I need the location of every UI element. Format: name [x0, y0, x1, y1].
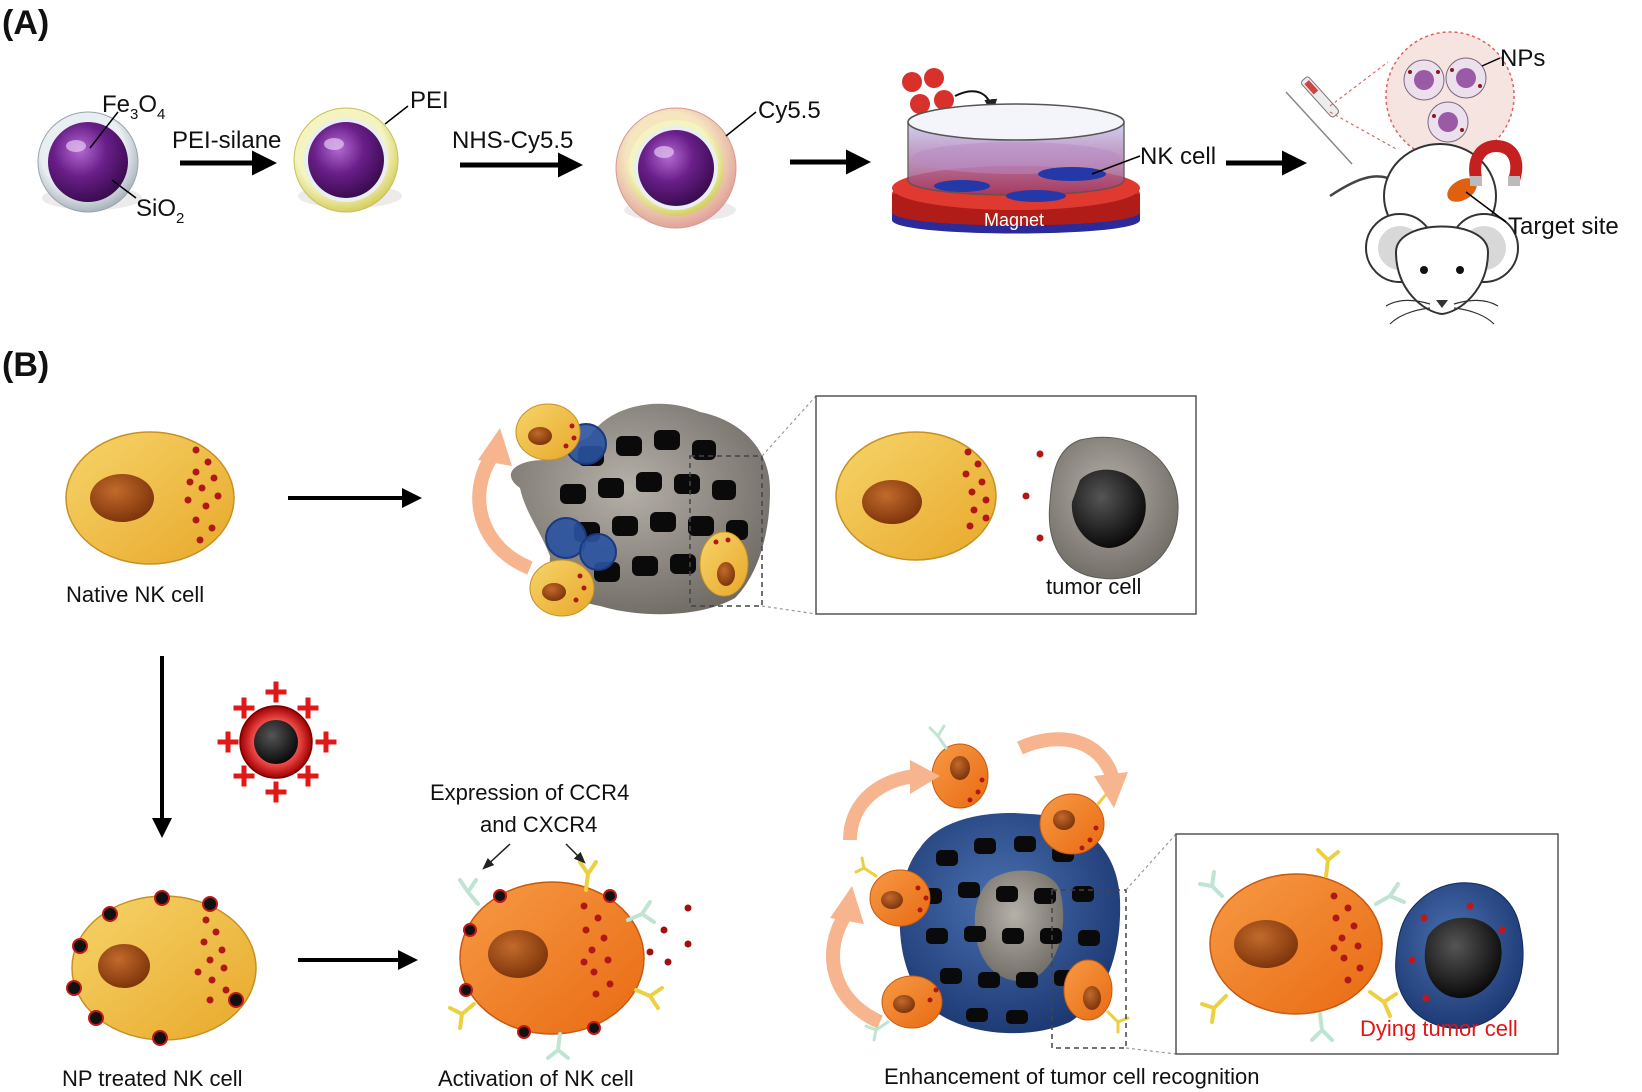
native-nk-cell: [65, 431, 235, 565]
magnet-label: Magnet: [984, 210, 1044, 230]
panel-a-label: (A): [2, 4, 49, 42]
np-treated-nk-cell: [66, 890, 257, 1046]
panel-b-label: (B): [2, 346, 49, 384]
enhancement-label: Enhancement of tumor cell recognition: [884, 1064, 1259, 1089]
nhs-cy55-label: NHS-Cy5.5: [452, 127, 573, 154]
tumor-cell-label: tumor cell: [1046, 574, 1141, 599]
fe3o4-sio2-particle: [37, 111, 142, 213]
syringe-icon: [1285, 76, 1353, 165]
horseshoe-magnet-icon: [1469, 139, 1523, 186]
expression-line2: and CXCR4: [480, 812, 597, 837]
cy55-labeled-particle: [615, 107, 737, 229]
curved-arrow-native: [472, 452, 533, 575]
dying-tumor-label: Dying tumor cell: [1360, 1016, 1518, 1041]
np-treated-label: NP treated NK cell: [62, 1066, 243, 1091]
inset-tumor-cell: [1048, 436, 1179, 580]
nps-label: NPs: [1500, 45, 1545, 72]
target-site-label: Target site: [1508, 213, 1619, 240]
native-nk-label: Native NK cell: [66, 582, 204, 607]
mouse-illustration: [1285, 31, 1523, 325]
curved-arrows-activated: [826, 732, 1128, 1029]
expression-line1: Expression of CCR4: [430, 780, 629, 805]
inset-activated-nk-cell: [1198, 848, 1406, 1042]
activation-label: Activation of NK cell: [438, 1066, 634, 1091]
nk-cell-label-a: NK cell: [1140, 143, 1216, 170]
fe3o4-label: Fe3O4: [102, 91, 165, 123]
inset-dying-tumor-cell: [1395, 882, 1524, 1029]
activated-nk-cell: [448, 860, 664, 1060]
pei-label: PEI: [410, 87, 449, 114]
cy55-label: Cy5.5: [758, 97, 821, 124]
np-cluster: [1403, 57, 1487, 143]
petri-dish-on-magnet: [892, 68, 1140, 234]
pei-coated-particle: [293, 107, 402, 213]
pei-silane-label: PEI-silane: [172, 127, 281, 154]
inset-native-nk-cell: [835, 431, 1044, 561]
sio2-label: SiO2: [136, 195, 184, 227]
tumor-spheroid-native: [510, 403, 770, 617]
cationic-nanoparticle-icon: [217, 681, 337, 803]
tumor-spheroid-activated: [854, 724, 1130, 1049]
secreted-granules: [646, 904, 692, 966]
